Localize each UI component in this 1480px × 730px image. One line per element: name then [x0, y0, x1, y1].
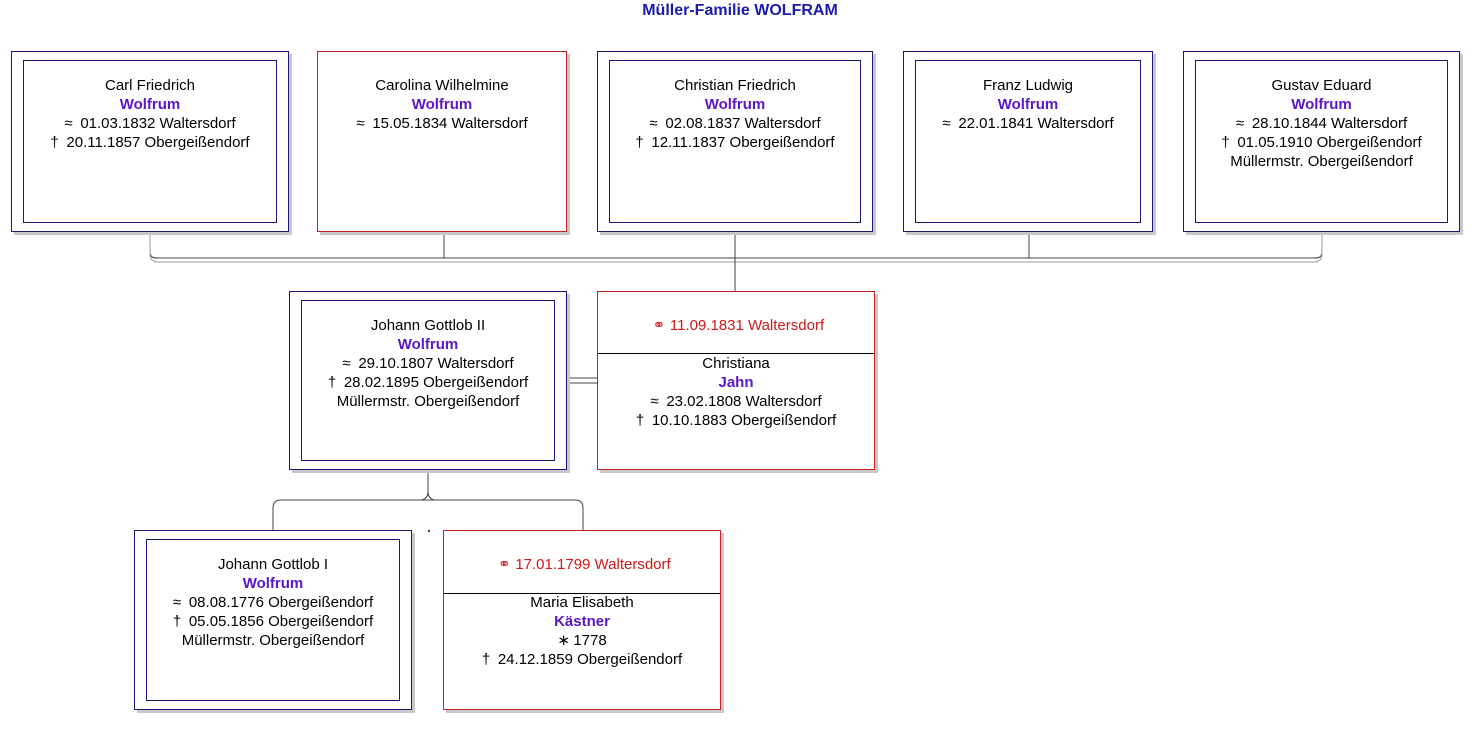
page-title: Müller-Familie WOLFRAM: [642, 2, 838, 19]
person-card-carolina-wilhelmine[interactable]: Carolina Wilhelmine Wolfrum ≈15.05.1834 …: [317, 51, 567, 232]
given-name: Johann Gottlob I: [217, 556, 329, 573]
baptism-icon: ≈: [649, 115, 658, 132]
card-frame: [1195, 60, 1448, 223]
person-card-franz-ludwig[interactable]: Franz Ludwig Wolfrum ≈22.01.1841 Walters…: [903, 51, 1153, 232]
divider: [444, 593, 720, 594]
given-name: Gustav Eduard: [1271, 77, 1372, 94]
baptism-line: ≈23.02.1808 Waltersdorf: [650, 393, 822, 410]
baptism-line: ≈15.05.1834 Waltersdorf: [356, 115, 528, 132]
baptism-icon: ≈: [942, 115, 951, 132]
baptism-icon: ≈: [64, 115, 73, 132]
marriage-line: ⚭17.01.1799 Waltersdorf: [444, 555, 720, 574]
birth-line: ∗1778: [557, 632, 607, 649]
given-name: Franz Ludwig: [982, 77, 1074, 94]
card-frame: [609, 60, 861, 223]
baptism-icon: ≈: [342, 355, 351, 372]
person-card-carl-friedrich[interactable]: Carl Friedrich Wolfrum ≈01.03.1832 Walte…: [11, 51, 289, 232]
death-line: †12.11.1837 Obergeißendorf: [635, 134, 835, 151]
surname: Jahn: [718, 374, 754, 391]
person-card-mother[interactable]: ⚭11.09.1831 Waltersdorf Christiana Jahn …: [597, 291, 875, 470]
surname: Kästner: [554, 613, 610, 630]
death-line: †10.10.1883 Obergeißendorf: [635, 412, 837, 429]
given-name: Maria Elisabeth: [530, 594, 634, 611]
dagger-icon: †: [50, 134, 59, 151]
baptism-line: ≈01.03.1832 Waltersdorf: [64, 115, 236, 132]
baptism-icon: ≈: [356, 115, 365, 132]
person-card-christian-friedrich[interactable]: Christian Friedrich Wolfrum ≈02.08.1837 …: [597, 51, 873, 232]
card-frame: [23, 60, 277, 223]
death-line: †28.02.1895 Obergeißendorf: [327, 374, 529, 391]
birth-star-icon: ∗: [557, 632, 570, 649]
death-line: †05.05.1856 Obergeißendorf: [172, 613, 374, 630]
baptism-icon: ≈: [650, 393, 659, 410]
occupation: Müllermstr. Obergeißendorf: [336, 393, 520, 410]
surname: Wolfrum: [397, 336, 459, 353]
given-name: Christian Friedrich: [674, 77, 796, 94]
baptism-line: ≈08.08.1776 Obergeißendorf: [172, 594, 374, 611]
baptism-icon: ≈: [172, 594, 182, 611]
card-frame: [915, 60, 1141, 223]
card-frame: [146, 539, 400, 701]
death-line: †20.11.1857 Obergeißendorf: [50, 134, 250, 151]
dagger-icon: †: [635, 412, 645, 429]
person-card-gustav-eduard[interactable]: Gustav Eduard Wolfrum ≈28.10.1844 Walter…: [1183, 51, 1460, 232]
baptism-line: ≈02.08.1837 Waltersdorf: [649, 115, 821, 132]
death-line: †24.12.1859 Obergeißendorf: [481, 651, 683, 668]
occupation: Müllermstr. Obergeißendorf: [1230, 153, 1413, 170]
surname: Wolfrum: [411, 96, 473, 113]
given-name: Carl Friedrich: [104, 77, 195, 94]
person-card-grandfather[interactable]: Johann Gottlob I Wolfrum ≈08.08.1776 Obe…: [134, 530, 412, 710]
given-name: Christiana: [702, 355, 770, 372]
wedding-rings-icon: ⚭: [652, 317, 666, 334]
dagger-icon: †: [635, 134, 644, 151]
dagger-icon: †: [481, 651, 491, 668]
surname: Wolfrum: [242, 575, 304, 592]
marriage-line: ⚭11.09.1831 Waltersdorf: [598, 316, 874, 335]
baptism-line: ≈22.01.1841 Waltersdorf: [942, 115, 1114, 132]
given-name: Carolina Wilhelmine: [375, 77, 509, 94]
dagger-icon: †: [1221, 134, 1230, 151]
baptism-icon: ≈: [1235, 115, 1245, 132]
death-line: †01.05.1910 Obergeißendorf: [1221, 134, 1422, 151]
person-card-grandmother[interactable]: ⚭17.01.1799 Waltersdorf Maria Elisabeth …: [443, 530, 721, 710]
baptism-line: ≈28.10.1844 Waltersdorf: [1235, 115, 1408, 132]
dagger-icon: †: [172, 613, 182, 630]
occupation: Müllermstr. Obergeißendorf: [181, 632, 365, 649]
card-frame: [301, 300, 555, 461]
dagger-icon: †: [327, 374, 337, 391]
given-name: Johann Gottlob II: [370, 317, 486, 334]
person-card-father[interactable]: Johann Gottlob II Wolfrum ≈29.10.1807 Wa…: [289, 291, 567, 470]
divider: [598, 353, 874, 354]
surname: Wolfrum: [1291, 96, 1352, 113]
wedding-rings-icon: ⚭: [498, 556, 511, 573]
surname: Wolfrum: [997, 96, 1059, 113]
baptism-line: ≈29.10.1807 Waltersdorf: [342, 355, 514, 372]
surname: Wolfrum: [704, 96, 766, 113]
surname: Wolfrum: [119, 96, 181, 113]
